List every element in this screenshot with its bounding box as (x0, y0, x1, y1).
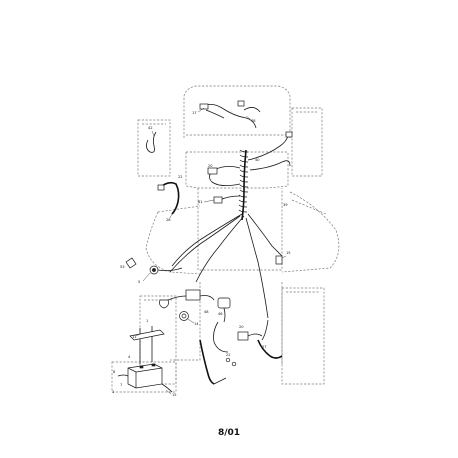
callout-28: 28 (166, 218, 171, 222)
callout-22-bottom: 22 (226, 353, 231, 357)
callout-40: 40 (255, 158, 260, 162)
callout-5: 5 (138, 280, 140, 284)
callout-7: 7 (120, 383, 122, 387)
callout-8: 8 (113, 370, 116, 374)
battery (127, 363, 163, 389)
callout-53: 53 (120, 265, 125, 269)
callout-15-bottom: 15 (172, 393, 177, 397)
callout-46: 46 (218, 312, 223, 316)
callout-15-right: 15 (286, 251, 291, 255)
callout-1-bottom: 1 (112, 390, 114, 394)
callout-81: 81 (198, 200, 203, 204)
left-components (117, 131, 283, 393)
callout-48: 48 (204, 310, 209, 314)
callout-11: 11 (132, 335, 137, 339)
dash-harness (199, 100, 293, 204)
revision-date: 8/01 (217, 428, 241, 438)
main-harness-conduit (169, 149, 283, 319)
callout-14: 14 (194, 322, 199, 326)
callout-labels: 17 76 42 20 40 22 81 28 39 15 53 5 48 14… (112, 107, 291, 397)
callout-4: 4 (128, 355, 131, 359)
callout-27: 27 (262, 345, 267, 349)
right-components (213, 255, 283, 353)
callout-20-top: 20 (208, 164, 213, 168)
callout-76: 76 (251, 119, 256, 123)
callout-42: 42 (148, 126, 153, 130)
callout-17: 17 (192, 111, 197, 115)
callout-1-top: 1 (146, 319, 148, 323)
callout-39: 39 (283, 203, 288, 207)
tractor-outline (111, 85, 340, 393)
callout-20-bottom: 20 (239, 325, 244, 329)
callout-22-left: 22 (178, 175, 183, 179)
